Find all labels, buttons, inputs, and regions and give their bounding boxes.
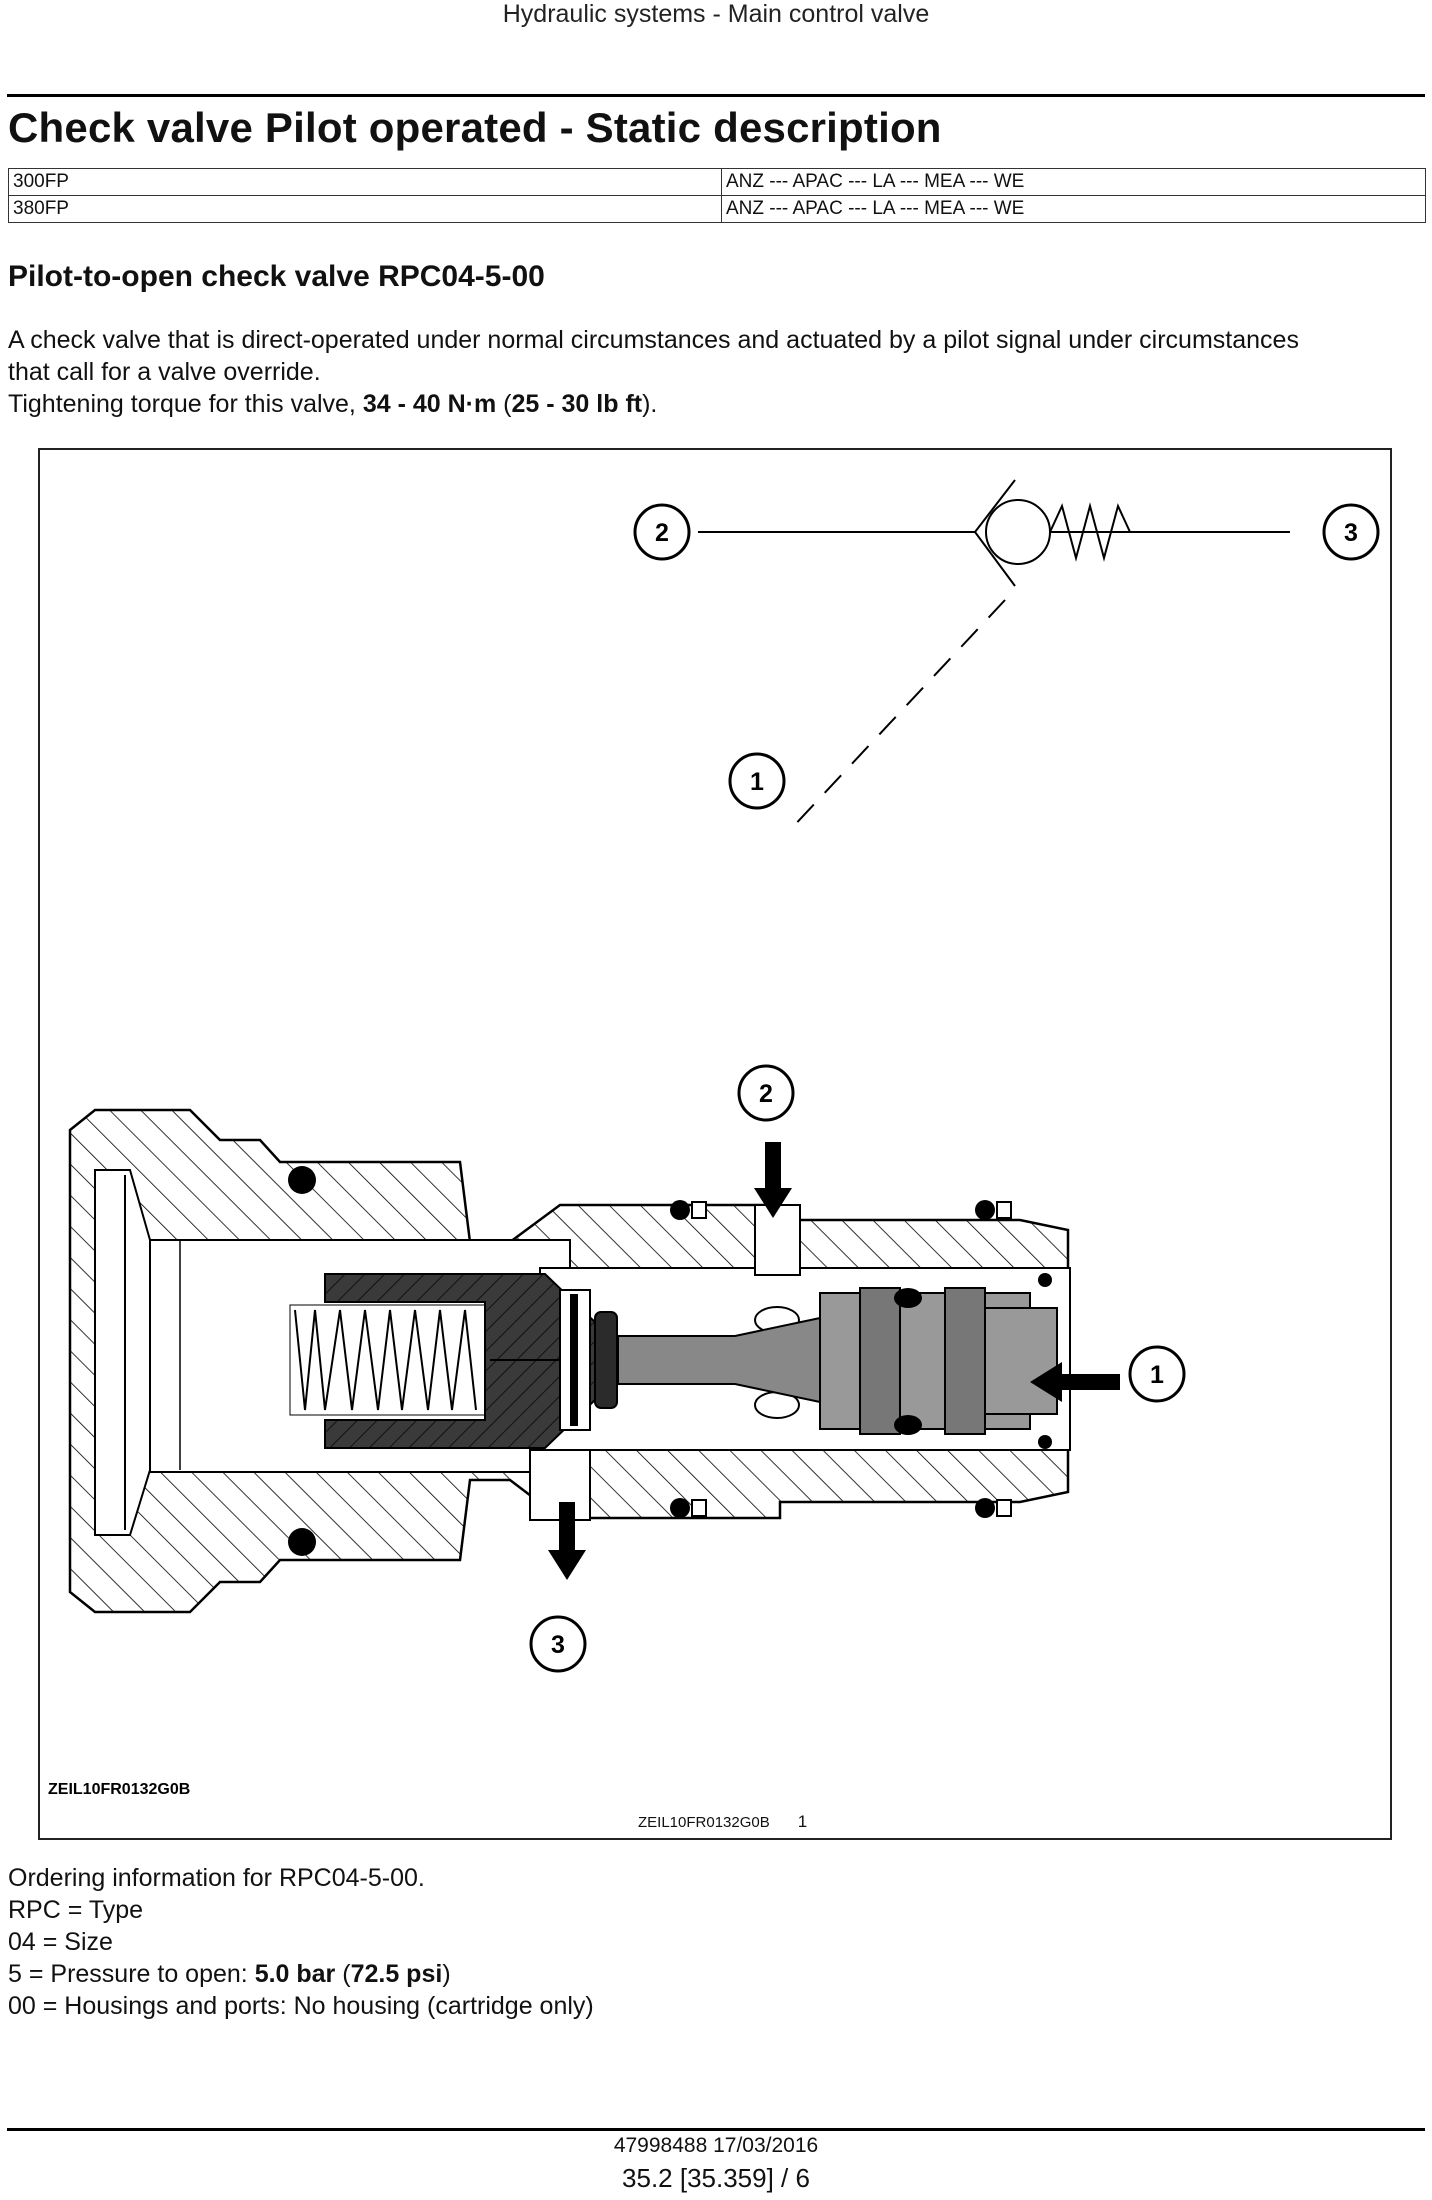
footer-page-number: 35.2 [35.359] / 6: [622, 2163, 810, 2193]
callout-section-2: 2: [737, 1064, 795, 1122]
caption-number: 1: [797, 1812, 808, 1831]
intro-line-2: that call for a valve override.: [8, 358, 321, 386]
regions-cell: ANZ --- APAC --- LA --- MEA --- WE: [721, 168, 1426, 196]
check-valve-symbol: [698, 479, 1290, 831]
header-rule: [7, 94, 1425, 97]
check-valve-illustration: 2 3 1 2 1 3 ZEIL10FR0132G0B: [48, 479, 1380, 1798]
torque-line: Tightening torque for this valve, 34 - 4…: [8, 388, 1428, 420]
page-title: Check valve Pilot operated - Static desc…: [8, 104, 942, 151]
torque-prefix: Tightening torque for this valve,: [8, 390, 363, 418]
flow-arrow-out-icon: [548, 1502, 586, 1580]
torque-nm: 34 - 40 N·m: [362, 390, 497, 418]
running-header: Hydraulic systems - Main control valve: [502, 0, 930, 28]
ordering-pressure: 5 = Pressure to open: 5.0 bar (72.5 psi): [8, 1958, 1428, 1990]
callout-top-2: 2: [633, 503, 691, 561]
flow-arrow-in-icon: [754, 1142, 792, 1218]
torque-close: ).: [642, 390, 658, 418]
ordering-type: RPC = Type: [8, 1896, 144, 1924]
model-applicability-table: 300FP ANZ --- APAC --- LA --- MEA --- WE…: [8, 168, 1426, 223]
pressure-close: ): [442, 1960, 451, 1988]
pressure-psi: 72.5 psi: [350, 1960, 443, 1988]
footer-rule: [7, 2128, 1425, 2131]
model-cell: 300FP: [8, 168, 722, 196]
svg-text:1: 1: [1150, 1361, 1164, 1389]
svg-text:1: 1: [750, 768, 764, 796]
table-row: 300FP ANZ --- APAC --- LA --- MEA --- WE: [8, 168, 1426, 196]
regions-cell: ANZ --- APAC --- LA --- MEA --- WE: [721, 195, 1426, 223]
callout-section-1: 1: [1128, 1345, 1186, 1403]
ordering-housing: 00 = Housings and ports: No housing (car…: [8, 1992, 594, 2020]
figure-frame: 2 3 1 2 1 3 ZEIL10FR0132G0B: [38, 448, 1392, 1840]
callout-section-3: 3: [529, 1615, 587, 1673]
callout-top-3: 3: [1322, 503, 1380, 561]
pressure-open: (: [335, 1960, 351, 1988]
model-cell: 380FP: [8, 195, 722, 223]
intro-line-1: A check valve that is direct-operated un…: [8, 326, 1299, 354]
pressure-bar: 5.0 bar: [254, 1960, 336, 1988]
svg-text:2: 2: [655, 519, 669, 547]
table-row: 380FP ANZ --- APAC --- LA --- MEA --- WE: [8, 195, 1426, 223]
ordering-size: 04 = Size: [8, 1928, 113, 1956]
pressure-prefix: 5 = Pressure to open:: [8, 1960, 255, 1988]
valve-cross-section: [68, 1108, 1071, 1614]
pilot-arrow-icon: [1030, 1362, 1120, 1402]
svg-text:3: 3: [551, 1631, 565, 1659]
caption-code: ZEIL10FR0132G0B: [638, 1814, 770, 1831]
ordering-intro: Ordering information for RPC04-5-00.: [8, 1864, 425, 1892]
section-heading: Pilot-to-open check valve RPC04-5-00: [8, 260, 545, 293]
torque-open: (: [496, 390, 512, 418]
figure-caption: ZEIL10FR0132G0B 1: [638, 1812, 807, 1832]
svg-text:2: 2: [759, 1080, 773, 1108]
svg-text:3: 3: [1344, 519, 1358, 547]
torque-lbft: 25 - 30 lb ft: [511, 390, 643, 418]
callout-top-1: 1: [728, 752, 786, 810]
figure-code: ZEIL10FR0132G0B: [48, 1781, 190, 1798]
footer-document-id: 47998488 17/03/2016: [613, 2134, 819, 2157]
